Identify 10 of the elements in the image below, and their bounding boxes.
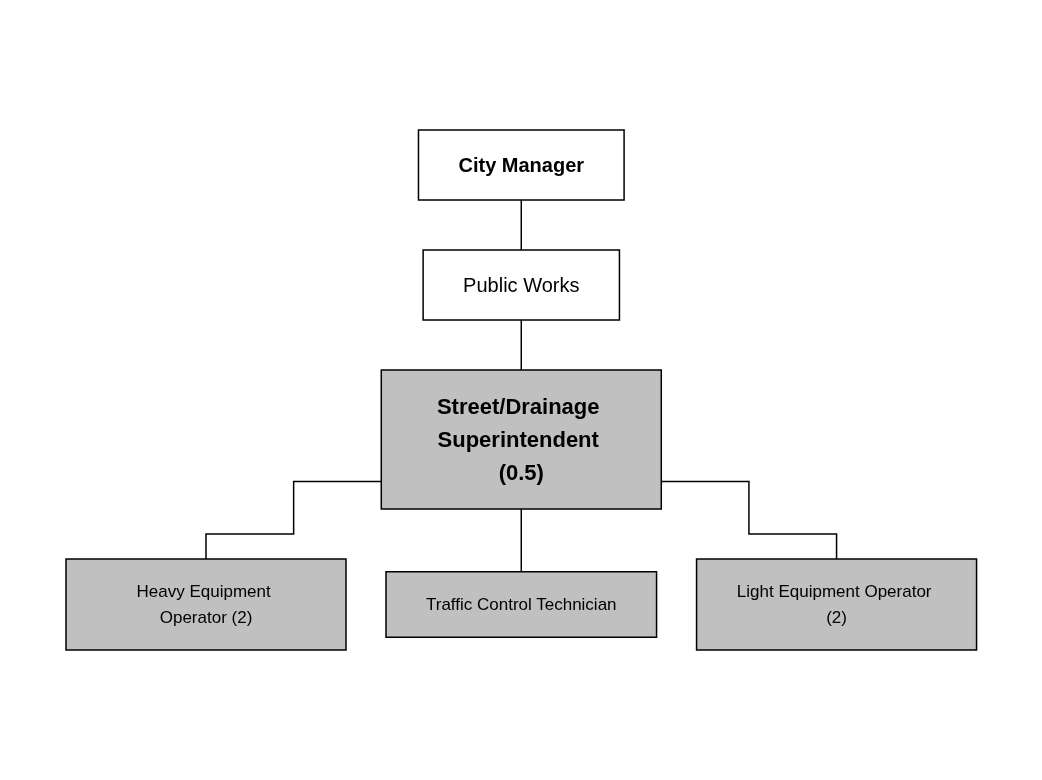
connector xyxy=(520,319,522,371)
connector xyxy=(520,199,522,251)
node-box: Public Works xyxy=(422,249,620,321)
connector xyxy=(204,480,382,560)
node-box: City Manager xyxy=(417,129,625,201)
node-box: Traffic Control Technician xyxy=(384,571,658,638)
node-box: Street/Drainage Superintendent (0.5) xyxy=(380,369,662,510)
node-box: Light Equipment Operator (2) xyxy=(695,558,978,651)
node-box: Heavy Equipment Operator (2) xyxy=(64,558,347,651)
connector xyxy=(520,508,522,573)
